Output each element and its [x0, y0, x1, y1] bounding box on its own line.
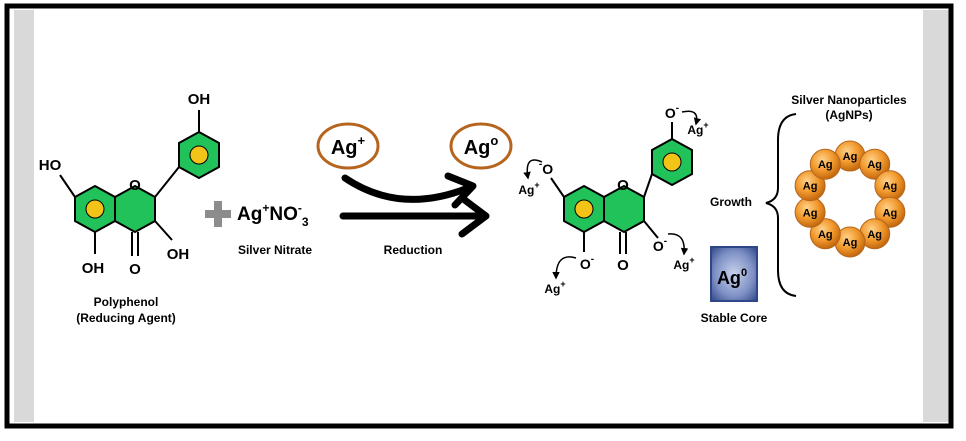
nanoparticle-label: Ag [883, 207, 898, 219]
transfer-arrow-top [681, 110, 702, 126]
side-band-right [923, 10, 949, 422]
ag-plus-ion: Ag+ [316, 122, 380, 170]
svg-text:Ago: Ago [464, 133, 499, 159]
nanoparticle-label: Ag [867, 159, 882, 171]
ring-a-dot [85, 199, 105, 219]
transfer-arrow-left [523, 159, 543, 180]
nanoparticles-subtitle: (AgNPs) [825, 108, 872, 122]
nanoparticle-label: Ag [818, 159, 833, 171]
stable-core-box [710, 246, 758, 302]
polyphenol-caption: Polyphenol [94, 295, 159, 309]
ring-a-ho-label: HO [39, 157, 62, 174]
complex-bond-c-b [643, 173, 653, 198]
ring-c-o-label: O [129, 177, 141, 194]
nanoparticle [809, 148, 841, 180]
o-minus-top: O- [665, 103, 679, 121]
curved-arrow [341, 174, 472, 203]
growth-brace [765, 113, 797, 297]
o-minus-bottom: O- [580, 254, 594, 272]
bond-c-oh [154, 220, 173, 241]
ring-b-oh-label: OH [188, 91, 211, 108]
complex-bond-c-o [643, 220, 659, 239]
ring-c-oh-label: OH [167, 246, 190, 263]
polyphenol-molecule: OH HO O OH O OH [39, 91, 220, 278]
reduction-arrow-head [458, 194, 490, 238]
complex-ring-b-dot [662, 152, 682, 172]
silver-nitrate-caption: Silver Nitrate [238, 243, 312, 257]
nanoparticle [859, 148, 891, 180]
nanoparticle-label: Ag [818, 229, 833, 241]
o-minus-left: -O [539, 159, 553, 177]
o-minus-right: O- [653, 236, 667, 254]
nanoparticle-label: Ag [883, 181, 898, 193]
nanoparticle-label: Ag [843, 237, 858, 249]
bond-a-ho [59, 174, 76, 198]
complex-ring-c-o: O [617, 177, 629, 194]
nanoparticle [794, 170, 826, 202]
ring-b-dot [189, 145, 209, 165]
nanoparticle-label: Ag [843, 151, 858, 163]
nanoparticle [809, 218, 841, 250]
carbonyl-o-label: O [129, 261, 141, 278]
ag-plus-right: Ag+ [673, 255, 694, 272]
nanoparticle [874, 196, 906, 228]
bond-c-b [154, 166, 180, 198]
outer-frame [4, 3, 954, 429]
silver-nitrate-formula: Ag+NO-3 [237, 201, 309, 229]
ring-a-oh-label: OH [82, 260, 105, 277]
transfer-arrow-right [667, 233, 689, 256]
ag-zero-ion: Ago [449, 122, 513, 170]
stable-core-caption: Stable Core [701, 311, 768, 325]
ag-plus-top: Ag+ [687, 120, 708, 137]
nanoparticle-label: Ag [803, 181, 818, 193]
stable-core-symbol: Ag0 [717, 267, 747, 288]
nanoparticle-label: Ag [867, 229, 882, 241]
ag-plus-bottom: Ag+ [544, 279, 565, 296]
nanoparticles-title: Silver Nanoparticles [791, 93, 907, 107]
complex-carbonyl-o: O [617, 257, 629, 274]
oxidized-polyphenol: O O O- -O O- O- Ag+ Ag+ Ag+ Ag+ [518, 103, 708, 296]
nanoparticle-label: Ag [803, 207, 818, 219]
ag-plus-left: Ag+ [518, 180, 539, 197]
side-band-left [14, 10, 34, 422]
svg-text:Ag+: Ag+ [331, 133, 366, 159]
transfer-arrow-bottom [552, 256, 577, 280]
reducing-agent-caption: (Reducing Agent) [76, 311, 176, 325]
reduction-caption: Reduction [384, 243, 443, 257]
complex-bond-a-o [550, 177, 565, 198]
plus-icon [205, 201, 231, 227]
growth-label: Growth [710, 195, 752, 209]
complex-ring-a-dot [574, 199, 594, 219]
